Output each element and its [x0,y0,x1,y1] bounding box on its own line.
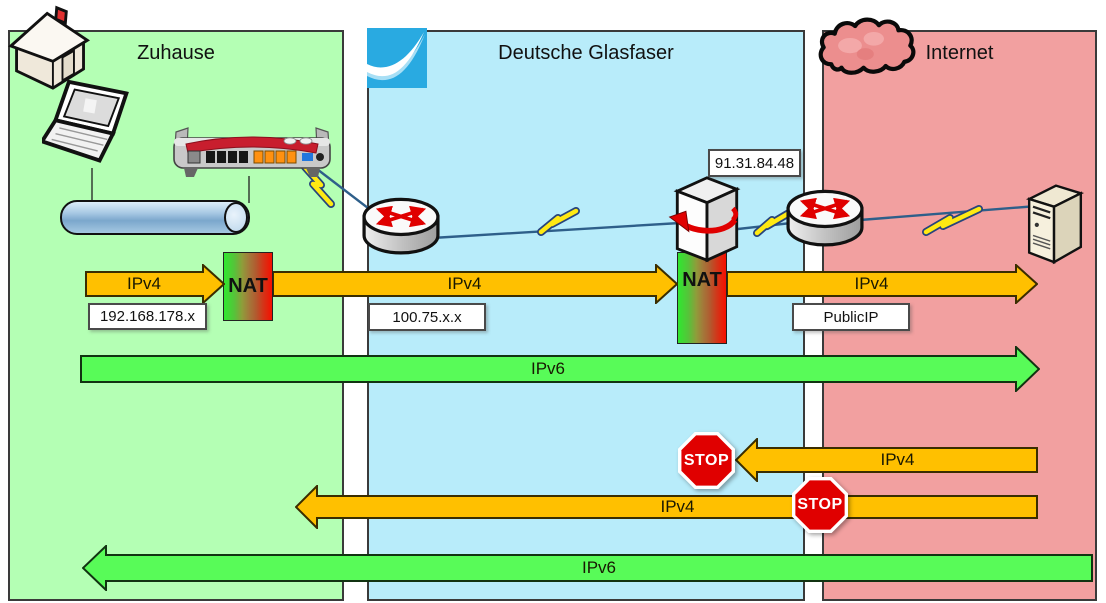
arrow-ipv4-out-cgn: IPv4 [273,264,678,304]
nat-label: NAT [228,275,268,297]
deutsche-glasfaser-logo [367,28,427,88]
stop-sign-icon: STOP [792,477,848,533]
arrow-label: IPv6 [530,359,566,378]
internet-cloud-icon [818,17,916,75]
nat-box-cgn: NAT [677,252,727,344]
arrow-ipv4-in-blocked-cgn: IPv4 [735,438,1038,482]
public-ip-value-text: 91.31.84.48 [714,154,795,172]
arrow-label: IPv4 [447,274,482,293]
house-icon [8,5,91,90]
arrow-ipv6-out: IPv6 [80,346,1040,392]
fritzbox-router-icon [173,127,331,177]
nat-box-home: NAT [223,252,273,321]
stop-sign-icon: STOP [678,432,735,489]
cgn-ip-text: 100.75.x.x [392,308,462,326]
isp-router-icon [362,197,440,255]
cgn-server-icon [668,176,741,263]
arrow-ipv4-out-public: IPv4 [727,264,1038,304]
panel-title-provider: Deutsche Glasfaser [498,42,674,64]
internet-server-icon [1025,184,1085,265]
public-ip-name-label: PublicIP [792,303,910,331]
arrow-label: IPv4 [660,497,695,516]
arrow-ipv4-out-lan: IPv4 [85,264,225,304]
arrow-ipv4-in-blocked-edge: IPv4 [295,485,1038,529]
lan-tube-end [224,202,248,233]
arrow-label: IPv4 [854,274,889,293]
stop-label: STOP [683,451,730,469]
arrow-label: IPv4 [126,274,162,293]
laptop-icon [42,80,129,163]
lan-tube-icon [60,200,250,235]
lan-ip-label: 192.168.178.x [88,303,207,330]
internet-router-icon [786,189,864,247]
cgn-ip-label: 100.75.x.x [368,303,486,331]
lan-ip-text: 192.168.178.x [99,308,196,325]
arrow-label: IPv4 [880,450,915,469]
arrow-label: IPv6 [581,558,617,577]
public-ip-name-text: PublicIP [823,308,879,326]
panel-title-internet: Internet [925,42,994,64]
public-ip-value-label: 91.31.84.48 [708,149,801,177]
nat-label: NAT [682,269,722,291]
stop-label: STOP [797,495,843,513]
arrow-ipv6-in: IPv6 [82,545,1093,591]
panel-title-zuhause: Zuhause [137,42,215,64]
